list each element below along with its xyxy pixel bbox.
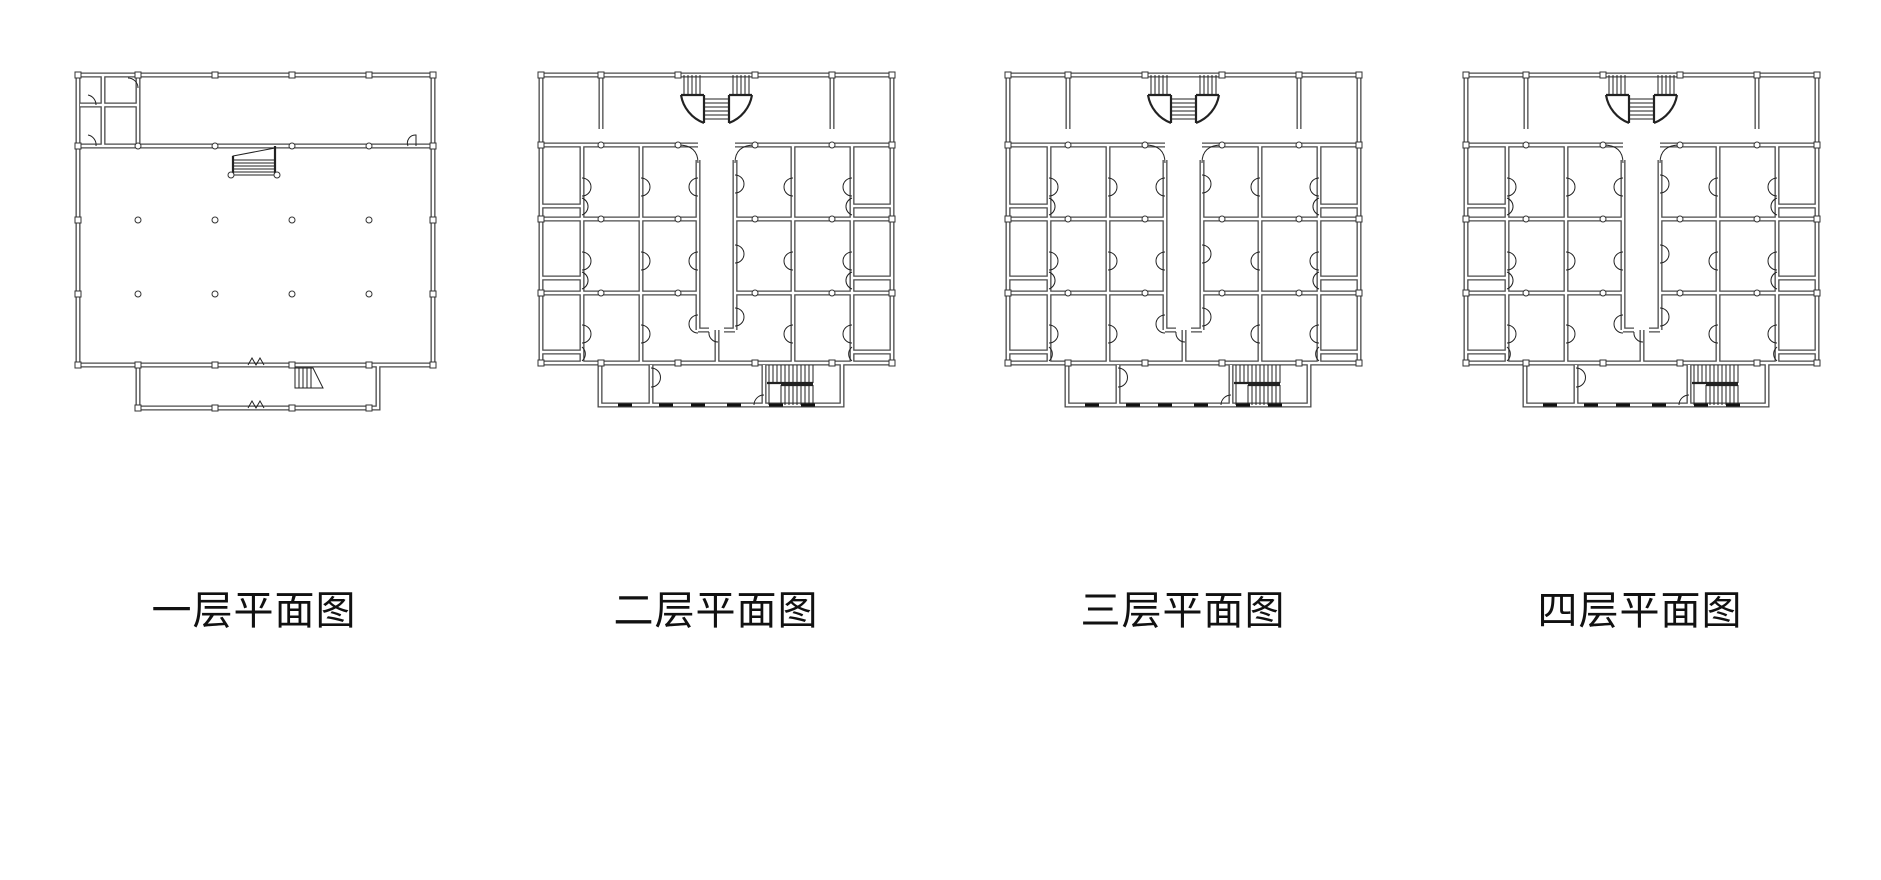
floor-plan-3-drawing [1008,75,1378,425]
floor-plan-1 [78,75,448,425]
floor-plan-2-drawing [541,75,911,425]
floor-plan-1-title: 一层平面图 [151,588,357,634]
floor-plan-2-title: 二层平面图 [613,588,819,634]
floor-plan-1-drawing [78,75,448,425]
floor-plan-3 [1008,75,1378,425]
floor-plan-3-title: 三层平面图 [1080,588,1286,634]
floor-plan-2 [541,75,911,425]
floor-plan-4 [1466,75,1836,425]
floor-plan-4-drawing [1466,75,1836,425]
floor-plan-4-title: 四层平面图 [1537,588,1743,634]
